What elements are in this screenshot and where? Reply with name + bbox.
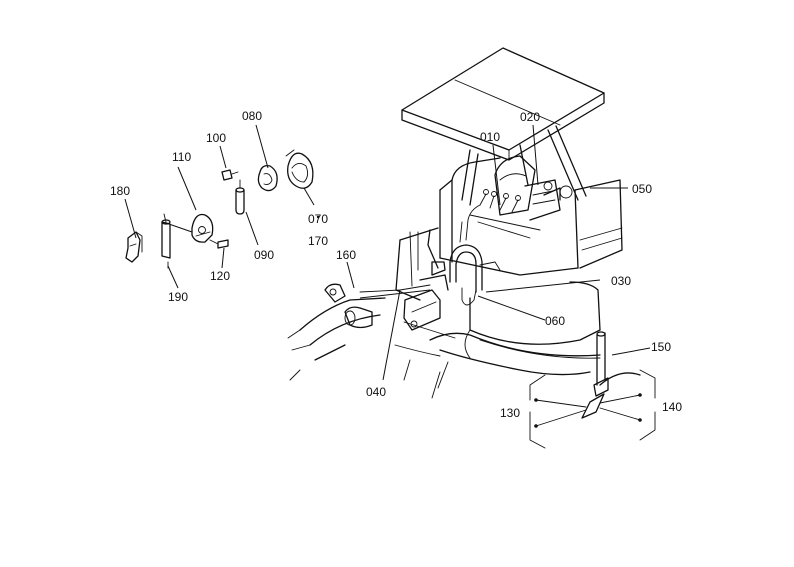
part-180-bracket [125, 231, 143, 263]
callout-040: 040 [366, 385, 386, 399]
callout-080: 080 [242, 109, 262, 123]
track-frame [394, 281, 601, 399]
callout-190: 190 [168, 290, 188, 304]
part-120-bolt [209, 239, 229, 249]
callout-010: 010 [480, 130, 500, 144]
hose-routing [359, 204, 601, 359]
callout-140: 140 [662, 400, 682, 414]
callout-060: 060 [545, 314, 565, 328]
leader-lines [124, 124, 651, 381]
operator-seat [494, 155, 561, 221]
callout-030: 030 [611, 274, 631, 288]
canopy-pillars [461, 125, 587, 206]
callout-150: 150 [651, 340, 671, 354]
callout-070: 070 [308, 212, 328, 226]
callout-120: 120 [210, 269, 230, 283]
part-190-pin [161, 213, 171, 269]
part-100-screw [221, 169, 239, 181]
cab-body [395, 157, 623, 301]
callout-100: 100 [206, 131, 226, 145]
callout-labels: 010 020 030 040 050 060 070 080 090 100 … [110, 109, 682, 420]
callout-130: 130 [500, 406, 520, 420]
part-110-plate [191, 213, 214, 243]
callout-020: 020 [520, 110, 540, 124]
part-080-clamp [257, 164, 278, 192]
control-levers [469, 181, 573, 239]
callout-090: 090 [254, 248, 274, 262]
part-090-sleeve [235, 179, 245, 215]
lever-detail-inset [529, 331, 656, 449]
callout-110: 110 [172, 150, 191, 164]
callout-050: 050 [632, 182, 652, 196]
boom-assembly [287, 274, 449, 381]
part-070-clamp [285, 149, 314, 189]
canopy-roof [401, 47, 605, 161]
callout-180: 180 [110, 184, 130, 198]
callout-160: 160 [336, 248, 356, 262]
callout-170: 170 [308, 234, 328, 248]
